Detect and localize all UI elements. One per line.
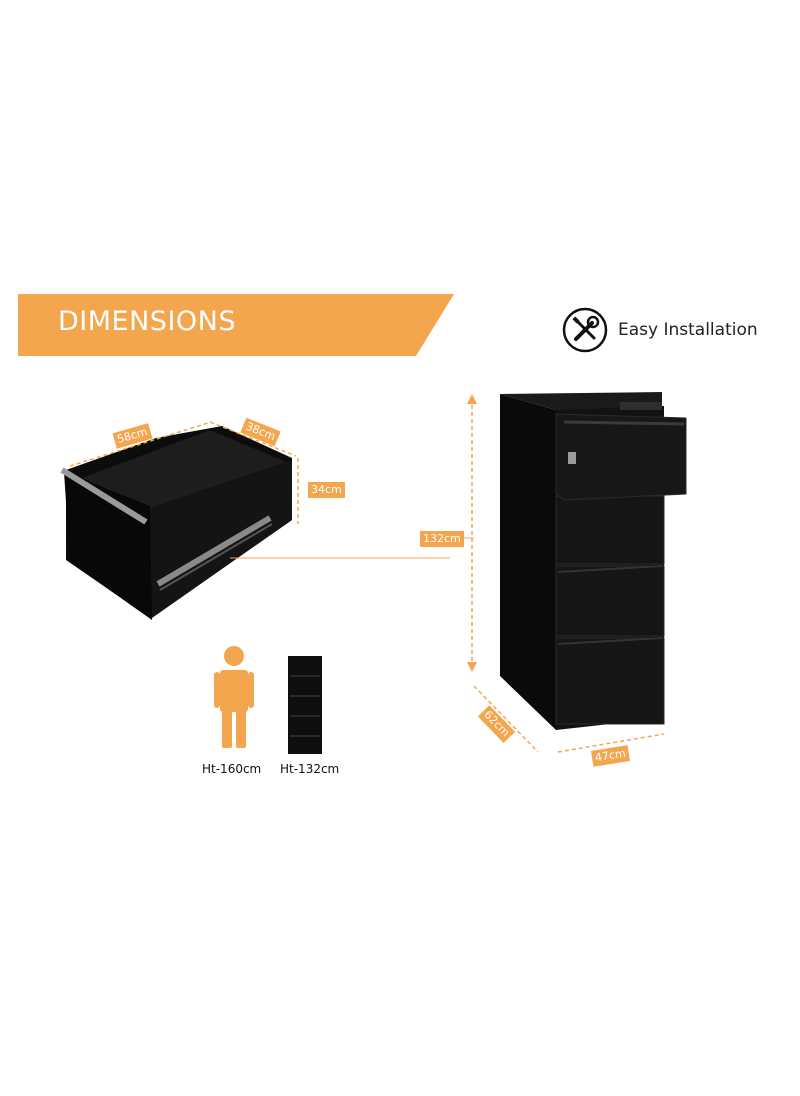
- cabinet-height-caption: Ht-132cm: [280, 762, 340, 776]
- drawer-depth-line: [209, 421, 297, 457]
- drawer-height-label: 34cm: [308, 482, 345, 498]
- cabinet-height-label: 132cm: [420, 531, 464, 547]
- mini-cabinet-icon: [288, 656, 322, 754]
- easy-installation-feature: Easy Installation: [562, 307, 758, 353]
- tools-icon: [562, 307, 608, 353]
- banner-title: DIMENSIONS: [58, 306, 236, 337]
- filing-cabinet-image: [500, 392, 687, 730]
- banner-shape: [18, 294, 454, 356]
- person-silhouette-icon: [214, 646, 254, 748]
- person-height-caption: Ht-160cm: [202, 762, 262, 776]
- open-drawer-image: [60, 426, 292, 620]
- drawer-width-line: [69, 422, 209, 467]
- cabinet-width-line: [557, 733, 665, 753]
- dimensions-banner: DIMENSIONS: [18, 294, 454, 356]
- cabinet-depth-line: [473, 685, 539, 753]
- easy-installation-label: Easy Installation: [618, 320, 758, 340]
